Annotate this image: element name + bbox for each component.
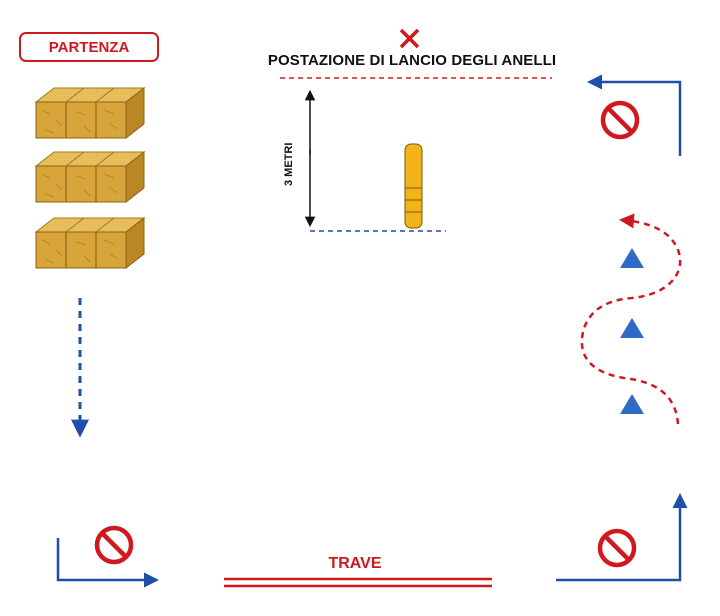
corner-arrow-bottom-right bbox=[556, 493, 688, 582]
hay-bale-icon bbox=[35, 217, 145, 269]
hay-bale-icon bbox=[35, 87, 145, 139]
no-entry-icon bbox=[603, 103, 637, 137]
cone-icon bbox=[620, 248, 644, 268]
cone-icon bbox=[620, 394, 644, 414]
hay-bale-icon bbox=[35, 151, 145, 203]
corner-arrow-top-right bbox=[587, 74, 682, 156]
slalom-path-arrow bbox=[580, 213, 682, 425]
distance-label: 3 METRI bbox=[283, 142, 295, 186]
beam bbox=[224, 577, 492, 588]
cone-icon bbox=[620, 318, 644, 338]
start-label: PARTENZA bbox=[19, 32, 159, 62]
station-title: POSTAZIONE DI LANCIO DEGLI ANELLI bbox=[267, 52, 557, 69]
beam-label: TRAVE bbox=[328, 555, 382, 572]
no-entry-icon bbox=[600, 531, 634, 565]
no-entry-icon bbox=[97, 528, 131, 562]
ring-peg-icon bbox=[404, 143, 423, 229]
cross-icon bbox=[399, 28, 420, 49]
corner-arrow-bottom-left bbox=[56, 538, 159, 588]
